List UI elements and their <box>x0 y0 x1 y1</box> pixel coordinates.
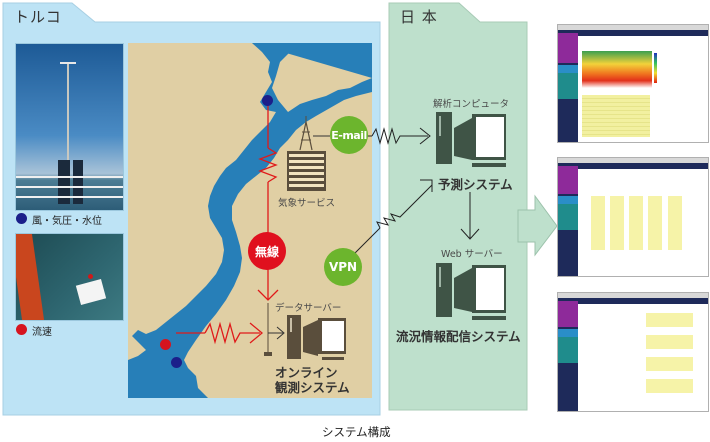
radio-badge: 無線 <box>248 232 286 270</box>
online-system-label-line2: 観測システム <box>275 380 350 395</box>
prediction-to-web-arrow <box>460 192 480 240</box>
legend-label-wind-pressure-level: 風・気圧・水位 <box>32 216 102 227</box>
south-station-current-marker-icon[interactable] <box>160 339 171 350</box>
weather-service-icon <box>287 116 330 191</box>
web-server-computer-icon <box>436 263 506 320</box>
online-system-label-line1: オンライン <box>275 365 338 380</box>
current-velocity-marker-icon <box>16 324 27 335</box>
turkey-region-title: トルコ <box>14 8 62 26</box>
analysis-computer-icon <box>436 112 506 167</box>
japan-region-panel <box>388 2 528 411</box>
south-station-wind-marker-icon[interactable] <box>171 357 182 368</box>
contour-chart-screen[interactable] <box>557 24 709 143</box>
data-server-computer-icon <box>287 315 346 360</box>
japan-region-title: 日 本 <box>400 8 438 26</box>
weather-station-photo <box>15 43 124 211</box>
legend-label-current-velocity: 流速 <box>32 327 52 338</box>
north-station-wind-marker-icon[interactable] <box>262 95 273 106</box>
analysis-computer-label: 解析コンピュータ <box>433 99 510 110</box>
figure-caption: システム構成 <box>322 425 391 439</box>
timeseries-chart-screen[interactable] <box>557 292 709 412</box>
web-server-label: Web サーバー <box>441 249 503 260</box>
wind-pressure-level-marker-icon <box>16 213 27 224</box>
data-server-antenna <box>264 303 285 356</box>
current-meter-buoy-photo <box>15 233 124 321</box>
prediction-system-label: 予測システム <box>438 177 513 192</box>
weather-service-label: 気象サービス <box>278 198 336 209</box>
distribution-system-label: 流況情報配信システム <box>396 329 521 344</box>
profile-chart-screen[interactable] <box>557 157 709 277</box>
output-arrow <box>517 194 558 257</box>
data-server-label: データサーバー <box>275 303 342 314</box>
email-badge: E-mail <box>330 116 368 154</box>
vpn-badge: VPN <box>324 248 362 286</box>
